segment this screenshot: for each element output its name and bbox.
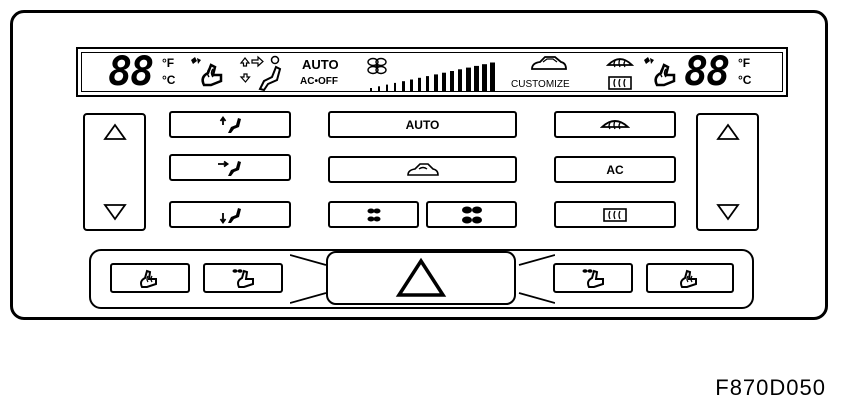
car-recirculation-icon: [406, 162, 439, 176]
airflow-middle-button[interactable]: [169, 154, 291, 181]
left-temperature-rocker[interactable]: [83, 113, 146, 231]
rear-defrost-indicator-icon: [608, 76, 632, 90]
hazard-triangle-icon: [395, 257, 447, 297]
front-defrost-button[interactable]: [554, 111, 676, 138]
temp-down-arrow-icon[interactable]: [102, 203, 127, 221]
right-seat-heat-button[interactable]: [646, 263, 734, 293]
temp-up-arrow-icon[interactable]: [715, 123, 740, 141]
left-temperature-readout: 88: [108, 49, 154, 95]
fan-speed-bar: [370, 88, 372, 91]
left-seat-heat-indicator-icon: [191, 57, 223, 87]
fan-indicator-icon: [367, 57, 387, 75]
seat-ventilation-icon: [582, 269, 604, 288]
seat-ventilation-icon: [232, 269, 254, 288]
ac-button[interactable]: AC: [554, 156, 676, 183]
fan-speed-bar: [490, 62, 495, 91]
customize-car-icon: [531, 56, 567, 70]
customize-label: CUSTOMIZE: [511, 79, 570, 90]
fan-low-button[interactable]: [328, 201, 419, 228]
temp-down-arrow-icon[interactable]: [715, 203, 740, 221]
ac-off-indicator: AC•OFF: [300, 76, 338, 87]
defrost-icon: [600, 119, 630, 129]
fan-low-icon: [367, 208, 380, 221]
fan-high-button[interactable]: [426, 201, 517, 228]
auto-indicator: AUTO: [302, 57, 339, 72]
airflow-mode-indicator-icon: [239, 55, 282, 91]
recirculation-button[interactable]: [328, 156, 517, 183]
seat-heat-icon: [140, 269, 157, 288]
fan-speed-bar: [474, 65, 479, 91]
temp-up-arrow-icon[interactable]: [102, 123, 127, 141]
seat-control-strip: [89, 249, 754, 309]
right-temperature-rocker[interactable]: [696, 113, 759, 231]
airflow-floor-icon: [219, 207, 241, 224]
fan-speed-bar: [434, 74, 438, 91]
fan-speed-bar: [418, 77, 421, 91]
fan-speed-bar: [450, 71, 454, 91]
airflow-upper-button[interactable]: [169, 111, 291, 138]
hazard-housing: [290, 254, 555, 304]
fan-speed-bar: [466, 67, 471, 91]
climate-control-panel: 88 °F °C AUTO AC•OFF: [10, 10, 828, 320]
fan-speed-bar: [442, 72, 446, 91]
left-unit-fahrenheit: °F: [162, 56, 175, 70]
fan-speed-bar: [410, 79, 413, 91]
fan-speed-bar: [386, 84, 388, 91]
right-temperature-readout: 88: [684, 49, 730, 95]
left-seat-ventilation-button[interactable]: [203, 263, 283, 293]
rear-defrost-icon: [603, 207, 627, 222]
fan-high-icon: [461, 206, 482, 223]
airflow-floor-button[interactable]: [169, 201, 291, 228]
rear-defrost-button[interactable]: [554, 201, 676, 228]
lcd-display: 88 °F °C AUTO AC•OFF: [76, 47, 788, 97]
right-seat-heat-indicator-icon: [644, 57, 676, 87]
airflow-upper-icon: [219, 115, 241, 133]
figure-code: F870D050: [715, 375, 826, 400]
airflow-middle-icon: [218, 160, 241, 176]
fan-speed-bargraph: [368, 61, 498, 91]
fan-speed-bar: [394, 82, 396, 91]
fan-speed-bar: [426, 76, 429, 91]
right-seat-ventilation-button[interactable]: [553, 263, 633, 293]
right-unit-celsius: °C: [738, 73, 752, 87]
left-unit-celsius: °C: [162, 73, 176, 87]
fan-speed-bar: [458, 69, 462, 91]
left-seat-heat-button[interactable]: [110, 263, 190, 293]
auto-button[interactable]: AUTO: [328, 111, 517, 138]
defrost-indicator-icon: [606, 58, 634, 68]
right-unit-fahrenheit: °F: [738, 56, 751, 70]
fan-speed-bar: [378, 86, 380, 91]
fan-speed-bar: [402, 81, 405, 91]
seat-heat-icon: [680, 269, 697, 288]
hazard-button[interactable]: [326, 251, 516, 305]
fan-speed-bar: [482, 64, 487, 91]
